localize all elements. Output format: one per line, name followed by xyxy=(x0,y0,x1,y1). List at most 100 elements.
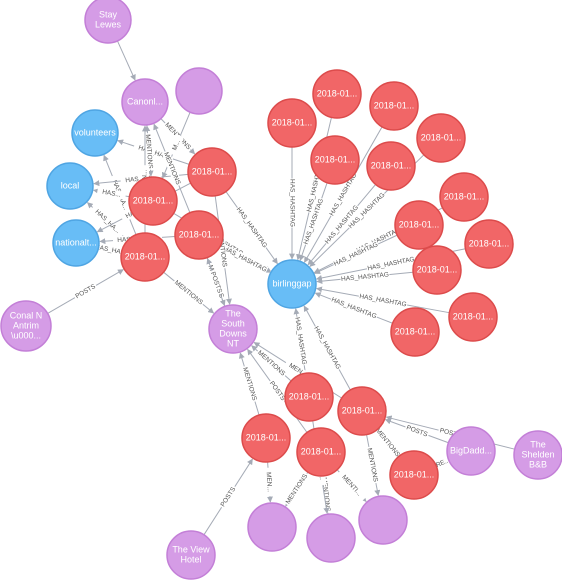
user-node-circle[interactable] xyxy=(175,67,223,115)
edge-label: POSTS xyxy=(209,271,223,295)
tweet-node-circle[interactable] xyxy=(310,135,360,185)
edge-t_r1-h_birlinggap[interactable]: HAS_HASHTAG xyxy=(288,147,296,260)
node-t_r8[interactable]: 2018-01... xyxy=(394,200,444,250)
node-t_r1[interactable]: 2018-01... xyxy=(267,98,317,148)
node-t_b5[interactable]: 2018-01... xyxy=(389,450,439,500)
user-node-circle[interactable] xyxy=(358,495,408,545)
edge-t_l1-u_canon[interactable]: MENTIONS xyxy=(143,125,155,178)
tweet-node-circle[interactable] xyxy=(390,307,440,357)
tweet-node-circle[interactable] xyxy=(174,210,224,260)
node-t_b1[interactable]: 2018-01... xyxy=(284,372,334,422)
node-t_r5[interactable]: 2018-01... xyxy=(416,113,466,163)
edge-u_staylewes-u_canon[interactable] xyxy=(117,40,136,81)
edge-label-bg xyxy=(364,446,380,484)
edge-label-bg xyxy=(340,270,390,284)
node-t_l1[interactable]: 2018-01... xyxy=(128,176,178,226)
edge-t_r10-h_birlinggap[interactable]: HAS_HASHTAG xyxy=(316,270,414,285)
edge-label-bg xyxy=(329,295,379,321)
user-node-circle[interactable] xyxy=(513,430,562,480)
edge-t_b4-u_bot3[interactable]: MENTI... xyxy=(336,469,368,502)
node-t_r6[interactable]: 2018-01... xyxy=(366,141,416,191)
node-t_r2[interactable]: 2018-01... xyxy=(312,69,362,119)
tweet-node-circle[interactable] xyxy=(296,427,346,477)
tweet-node-circle[interactable] xyxy=(412,245,462,295)
node-u_canon[interactable]: Canonl... xyxy=(121,78,169,126)
tweet-node-circle[interactable] xyxy=(389,450,439,500)
edge-label-bg xyxy=(336,469,368,502)
node-t_r9[interactable]: 2018-01... xyxy=(464,219,514,269)
node-t_b4[interactable]: 2018-01... xyxy=(296,427,346,477)
node-t_l2[interactable]: 2018-01... xyxy=(187,147,237,197)
node-label: 2018-01... xyxy=(317,88,358,98)
hashtag-node-circle[interactable] xyxy=(46,162,94,210)
user-node-circle[interactable] xyxy=(121,78,169,126)
node-label: 2018-01... xyxy=(179,229,220,239)
edge-t_b3-u_bot1[interactable]: MEN... xyxy=(264,461,274,503)
user-node-circle[interactable] xyxy=(306,513,356,563)
edge-t_b4-u_bot1[interactable]: MENTIONS xyxy=(283,471,311,507)
edge-label: M... xyxy=(171,139,182,152)
hashtag-node-circle[interactable] xyxy=(71,109,119,157)
node-t_r4[interactable]: 2018-01... xyxy=(310,135,360,185)
tweet-node-circle[interactable] xyxy=(267,98,317,148)
node-t_r3[interactable]: 2018-01... xyxy=(369,81,419,131)
hashtag-node-circle[interactable] xyxy=(267,259,317,309)
tweet-node-circle[interactable] xyxy=(128,176,178,226)
node-t_r7[interactable]: 2018-01... xyxy=(439,172,489,222)
user-node-circle[interactable] xyxy=(0,300,52,352)
edge-u_conal-t_l4[interactable]: POSTS xyxy=(47,269,124,314)
node-label: Canonl... xyxy=(127,96,163,106)
user-node-circle[interactable] xyxy=(247,502,297,552)
node-u_bigdadd[interactable]: BigDadd... xyxy=(446,426,496,476)
edge-t_b2-t_b5[interactable]: MENTIONS xyxy=(372,425,403,460)
node-t_b3[interactable]: 2018-01... xyxy=(241,413,291,463)
tweet-node-circle[interactable] xyxy=(187,147,237,197)
edge-label: MENTIONS xyxy=(374,427,401,459)
node-u_bot1[interactable] xyxy=(247,502,297,552)
node-t_r12[interactable]: 2018-01... xyxy=(390,307,440,357)
tweet-node-circle[interactable] xyxy=(394,200,444,250)
tweet-node-circle[interactable] xyxy=(369,81,419,131)
tweet-node-circle[interactable] xyxy=(366,141,416,191)
node-label: 2018-01... xyxy=(453,311,494,321)
node-t_b2[interactable]: 2018-01... xyxy=(337,386,387,436)
tweet-node-circle[interactable] xyxy=(337,386,387,436)
node-u_conal[interactable]: Conal NAntrim\u000... xyxy=(0,300,52,352)
hashtag-node-circle[interactable] xyxy=(52,219,100,267)
tweet-node-circle[interactable] xyxy=(241,413,291,463)
edge-t_b2-u_bot3[interactable]: MENTIONS xyxy=(364,434,381,497)
user-node-circle[interactable] xyxy=(166,530,216,580)
node-t_l4[interactable]: 2018-01... xyxy=(120,232,170,282)
node-t_r11[interactable]: 2018-01... xyxy=(448,292,498,342)
tweet-node-circle[interactable] xyxy=(416,113,466,163)
tweet-node-circle[interactable] xyxy=(312,69,362,119)
edge-label-bg xyxy=(288,178,296,228)
node-t_l3[interactable]: 2018-01... xyxy=(174,210,224,260)
node-u_top_empty[interactable] xyxy=(175,67,223,115)
node-u_bot3[interactable] xyxy=(358,495,408,545)
node-t_r10[interactable]: 2018-01... xyxy=(412,245,462,295)
node-u_bot2[interactable] xyxy=(306,513,356,563)
node-h_birlinggap[interactable]: birlinggap xyxy=(267,259,317,309)
edge-t_l4-u_southdowns[interactable]: MENTIONS xyxy=(163,271,215,314)
node-h_nationalt[interactable]: nationalt... xyxy=(52,219,100,267)
user-node-circle[interactable] xyxy=(446,426,496,476)
user-node-circle[interactable] xyxy=(208,304,258,354)
tweet-node-circle[interactable] xyxy=(284,372,334,422)
node-h_volunteers[interactable]: volunteers xyxy=(71,109,119,157)
tweet-node-circle[interactable] xyxy=(464,219,514,269)
edge-line[interactable] xyxy=(117,40,136,81)
node-h_local[interactable]: local xyxy=(46,162,94,210)
edge-t_l1-h_local[interactable]: HAS... xyxy=(93,187,130,200)
tweet-node-circle[interactable] xyxy=(120,232,170,282)
tweet-node-circle[interactable] xyxy=(448,292,498,342)
tweet-node-circle[interactable] xyxy=(439,172,489,222)
edge-u_viewhotel-t_b3[interactable]: POSTS xyxy=(203,458,253,536)
user-node-circle[interactable] xyxy=(84,0,132,44)
